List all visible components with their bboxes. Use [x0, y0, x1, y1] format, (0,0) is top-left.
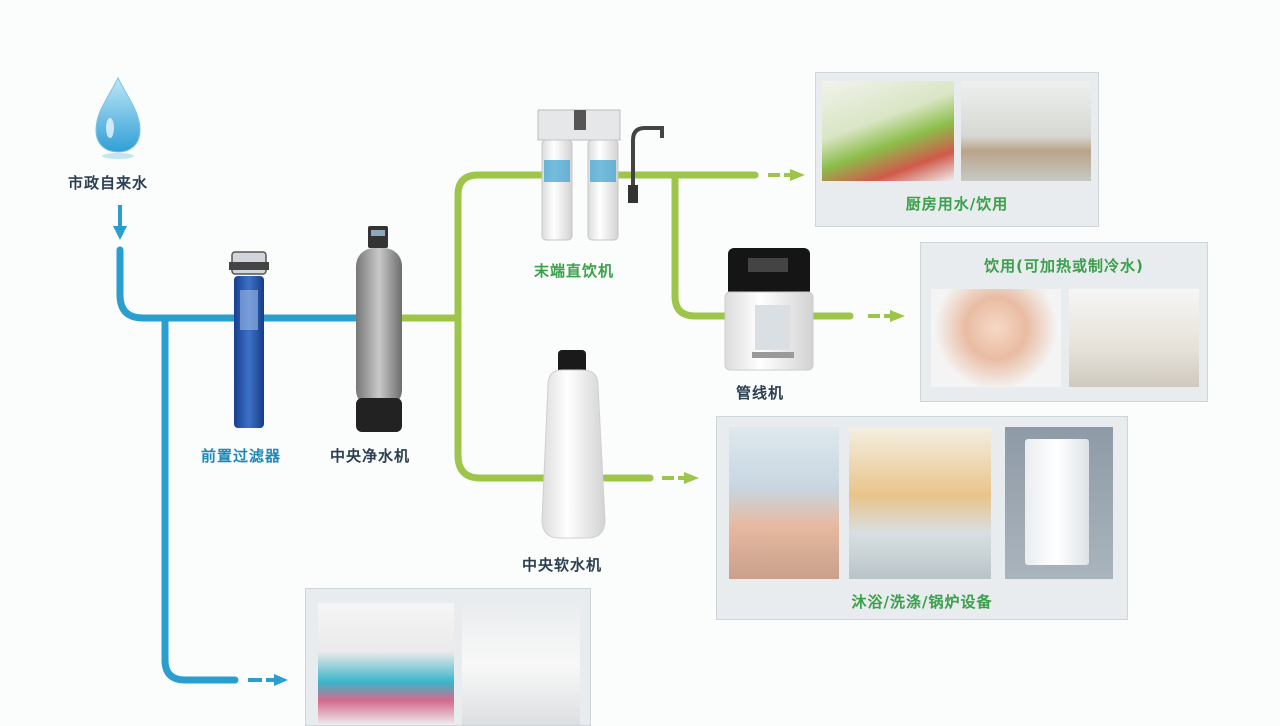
prefilter-label: 前置过滤器: [201, 447, 282, 465]
green-arrow-icon: [662, 169, 905, 484]
bath-panel-title: 沐浴/洗涤/锅炉设备: [851, 593, 993, 611]
bath-panel: 沐浴/洗涤/锅炉设备: [716, 416, 1128, 620]
terminal-filter-label: 末端直饮机: [534, 262, 615, 280]
softener-tank-icon: [541, 350, 606, 539]
cleaning-panel: [305, 588, 591, 726]
toilet-photo: [462, 603, 580, 725]
prefilter-cylinder-icon: [229, 251, 269, 428]
blue-arrow-icon: [248, 674, 288, 686]
blue-pipe: [116, 246, 364, 684]
vegetables-photo: [822, 81, 954, 181]
central-purifier-label: 中央净水机: [330, 447, 411, 465]
down-arrow-icon: [113, 205, 127, 240]
drinking-panel-title: 饮用(可加热或制冷水): [984, 257, 1144, 275]
boiler-photo: [1005, 427, 1113, 579]
shower-photo: [729, 427, 839, 579]
tea-cup-photo: [1069, 289, 1199, 387]
baby-drinking-photo: [931, 289, 1061, 387]
laundry-photo: [849, 427, 991, 579]
kitchen-sink-photo: [961, 81, 1091, 181]
drinking-panel: 饮用(可加热或制冷水): [920, 242, 1208, 402]
softener-label: 中央软水机: [522, 556, 603, 574]
under-sink-filter-icon: [537, 109, 664, 241]
mop-bucket-photo: [318, 603, 454, 725]
pipeline-dispenser-icon: [724, 248, 814, 371]
kitchen-panel-title: 厨房用水/饮用: [905, 195, 1009, 213]
kitchen-panel: 厨房用水/饮用: [815, 72, 1099, 227]
pipeline-machine-label: 管线机: [736, 384, 785, 402]
source-label: 市政自来水: [68, 174, 149, 192]
water-drop-icon: [95, 76, 141, 159]
purifier-tank-icon: [356, 226, 402, 432]
